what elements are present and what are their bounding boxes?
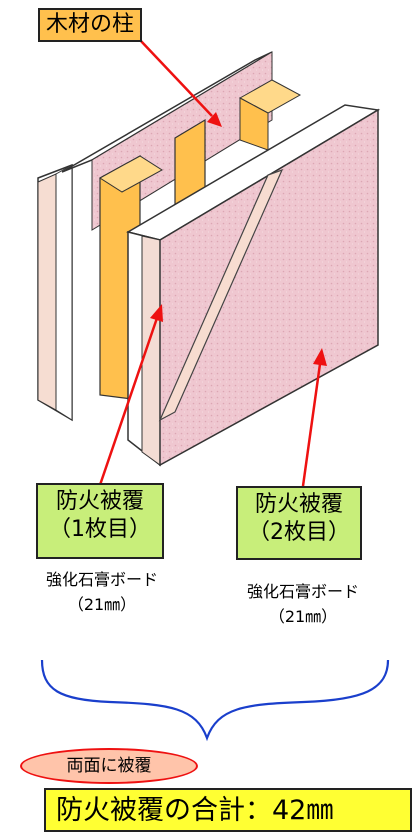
front-board: [126, 104, 381, 467]
layer2-label: 防火被覆 （2枚目）: [236, 486, 362, 560]
board2-name: 強化石膏ボード: [246, 582, 359, 601]
layer2-label-line2: （2枚目）: [248, 519, 350, 545]
arrow-layer2: [301, 363, 322, 487]
curly-brace: [40, 659, 390, 742]
board2-thickness: （21㎜）: [268, 606, 338, 626]
arrowhead-stud: [207, 112, 222, 127]
stud-label: 木材の柱: [38, 8, 143, 42]
arrow-stud: [139, 39, 213, 117]
arrowhead-layer1: [150, 304, 163, 322]
board2-caption: 強化石膏ボード （21㎜）: [214, 580, 392, 630]
pointer-arrows: [98, 39, 327, 487]
total-thickness-box: 防火被覆の合計：42㎜: [44, 788, 412, 832]
arrowhead-layer2: [313, 348, 327, 366]
layer1-label: 防火被覆 （1枚目）: [36, 483, 164, 559]
both-sides-badge: 両面に被覆: [20, 748, 198, 784]
arrow-layer1: [98, 317, 159, 486]
board1-thickness: （21㎜）: [67, 594, 137, 614]
board1-caption: 強化石膏ボード （21㎜）: [28, 568, 176, 618]
layer1-label-line1: 防火被覆: [55, 489, 144, 514]
layer1-label-line2: （1枚目）: [49, 516, 151, 542]
board1-name: 強化石膏ボード: [45, 570, 158, 589]
layer2-label-line1: 防火被覆: [254, 492, 343, 517]
